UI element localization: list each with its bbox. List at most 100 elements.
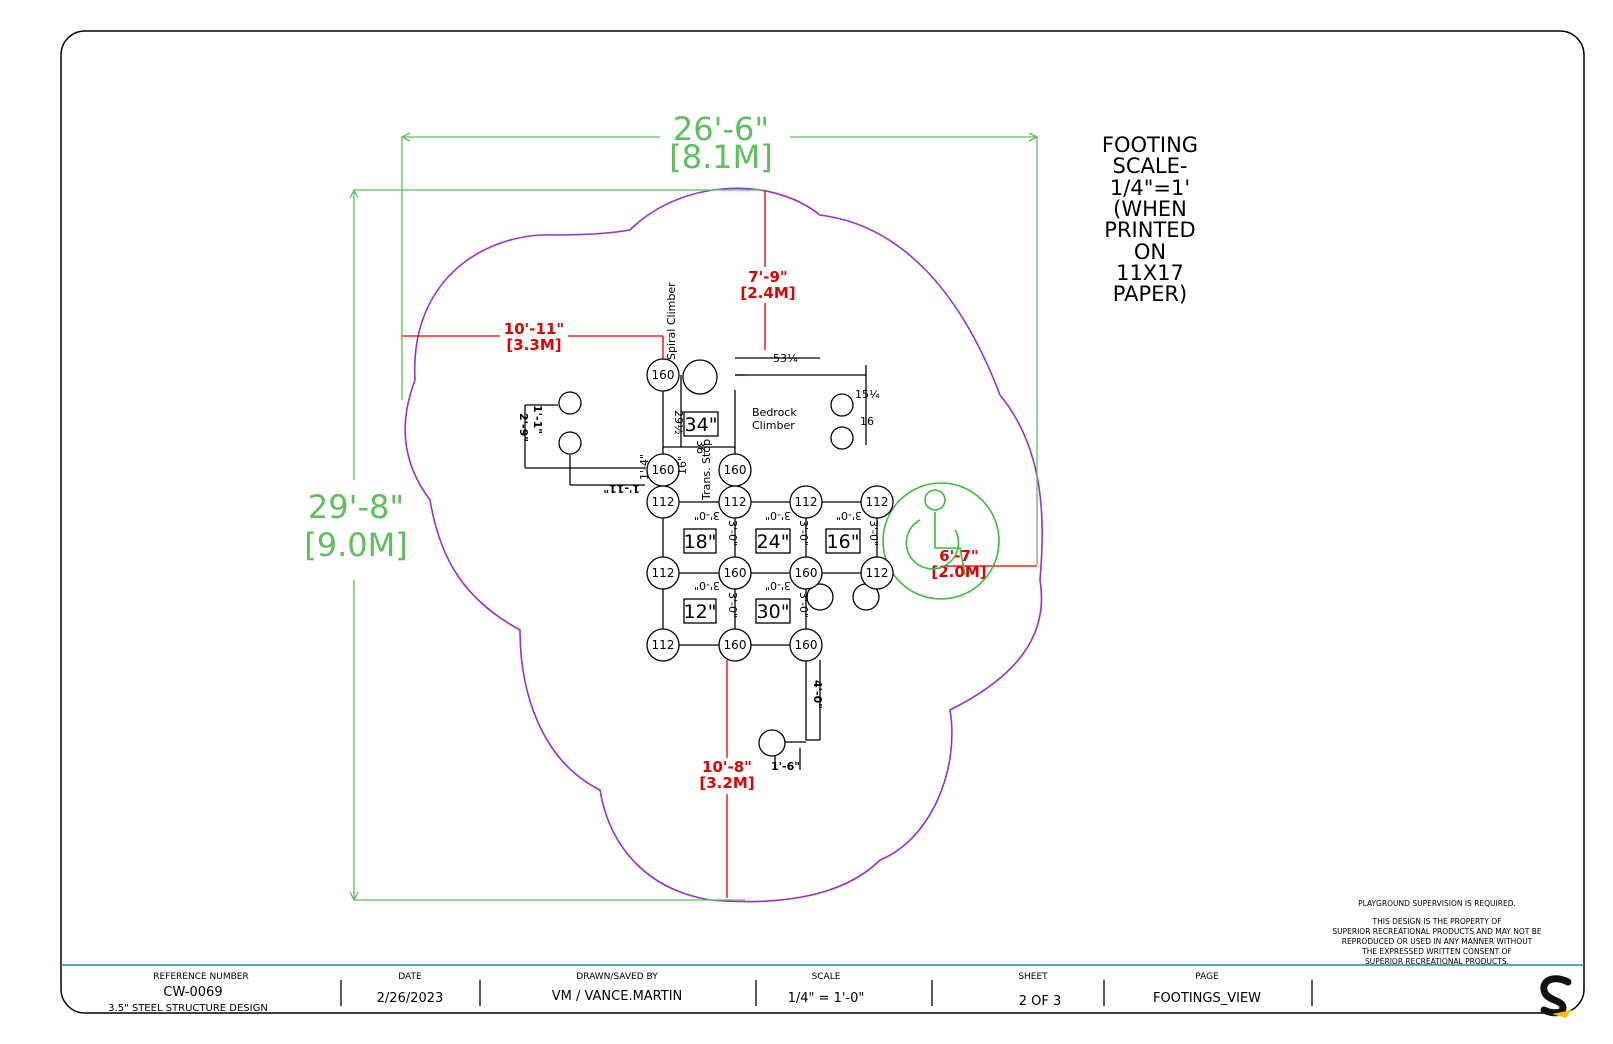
post-footing: 112 [646,556,680,590]
deck-height-box: 24" [755,528,791,554]
dim-1-4: 1'-4" [638,454,651,480]
right-clearance-m: [2.0M] [931,563,986,581]
dim-36: 36 [694,440,707,454]
deck-height-box: 16" [825,528,861,554]
post-footing: 112 [860,485,894,519]
legal-notices: PLAYGROUND SUPERVISION IS REQUIRED. THIS… [1332,899,1541,966]
dim-16in: 16" [676,456,689,475]
svg-text:112: 112 [795,495,818,509]
structure-dimensions: 53¼ 15¼ 16 1'-1" 2'-9" 1'-11" 36 29½ 1'-… [517,352,880,773]
svg-text:18": 18" [684,531,717,553]
dim-3-0: 3'-0" [694,579,720,592]
supervision-notice: PLAYGROUND SUPERVISION IS REQUIRED. [1358,899,1516,908]
drawn-value: VM / VANCE.MARTIN [552,989,683,1004]
page-value: FOOTINGS_VIEW [1153,991,1261,1006]
left-clearance-ft: 10'-11" [504,320,564,338]
svg-text:PRINTED: PRINTED [1104,218,1195,242]
svg-text:160: 160 [724,566,747,580]
drawn-label: DRAWN/SAVED BY [576,972,658,982]
svg-text:112: 112 [652,495,675,509]
reference-value: CW-0069 [163,985,222,1000]
svg-text:(WHEN: (WHEN [1113,197,1187,221]
bottom-label-bg [698,758,756,794]
dim-1-6: 1'-6" [771,760,800,773]
bedrock-climber-label-2: Climber [752,419,795,432]
dim-3-0: 3'-0" [726,592,739,618]
svg-text:112: 112 [724,495,747,509]
date-value: 2/26/2023 [377,991,444,1006]
bedrock-climber-label: Bedrock [752,406,797,419]
top-label-bg [740,267,796,303]
width-label-bg [660,110,790,172]
dim-1-1: 1'-1" [531,405,544,434]
svg-text:112: 112 [652,638,675,652]
dim-3-0: 3'-0" [694,509,720,522]
safety-zone-boundary [404,187,1043,903]
post-footing: 160 [789,556,823,590]
deck-height-box: 12" [683,598,717,624]
svg-text:160: 160 [795,638,818,652]
svg-text:160: 160 [724,638,747,652]
dim-3-0: 3'-0" [765,509,791,522]
dim-3-0: 3'-0" [797,520,810,546]
dim-3-0: 3'-0" [836,509,862,522]
svg-text:11X17: 11X17 [1116,261,1184,285]
svg-text:30": 30" [757,601,790,623]
post-footing: 160 [718,453,752,487]
deck-height-box: 30" [755,598,791,624]
deck-heights: 34" 18" 24" 16" 12" 30" [683,411,861,624]
svg-text:160: 160 [652,368,675,382]
overall-depth-ft: 29'-8" [308,488,404,526]
post-footing: 112 [646,628,680,662]
scale-note: FOOTING SCALE- 1/4"=1' (WHEN PRINTED ON … [1102,133,1198,306]
svg-text:112: 112 [866,495,889,509]
post-footing: 160 [646,453,680,487]
right-clearance-ft: 6'-7" [939,547,979,565]
svg-text:THIS DESIGN IS THE PROPERTY OF: THIS DESIGN IS THE PROPERTY OF [1372,917,1502,926]
spiral-climber-label: Spiral Climber [665,282,678,360]
dim-1-11: 1'-11" [603,482,640,495]
dim-16: 16 [860,415,874,428]
svg-text:SCALE-: SCALE- [1113,154,1188,178]
svg-text:34": 34" [685,414,718,436]
svg-text:12": 12" [684,601,717,623]
post-footing: 112 [646,485,680,519]
post-footing: 112 [789,485,823,519]
overall-width-ft: 26'-6" [673,110,769,148]
depth-label-bg [300,485,415,565]
reference-description: 3.5" STEEL STRUCTURE DESIGN [108,1003,268,1014]
reference-label: REFERENCE NUMBER [153,972,249,982]
loose-footings [558,359,880,757]
post-footing: 160 [718,556,752,590]
dim-3-0: 3'-0" [797,592,810,618]
post-footing: 112 [718,485,752,519]
svg-text:1/4"=1': 1/4"=1' [1110,176,1190,200]
wheelchair-icon [882,482,1000,600]
overall-depth-m: [9.0M] [304,526,407,564]
scale-value: 1/4" = 1'-0" [788,991,865,1006]
svg-text:REPRODUCED OR USED IN ANY MANN: REPRODUCED OR USED IN ANY MANNER WITHOUT [1342,937,1533,946]
post-footing: 160 [718,628,752,662]
svg-text:PAPER): PAPER) [1113,282,1187,306]
svg-text:SUPERIOR RECREATIONAL PRODUCTS: SUPERIOR RECREATIONAL PRODUCTS. [1365,957,1509,966]
top-clearance-ft: 7'-9" [748,268,788,286]
svg-text:ON: ON [1134,240,1166,264]
trans-stop-label: Trans. Stop [700,439,713,501]
left-clearance-m: [3.3M] [506,336,561,354]
dim-15: 15¼ [855,388,880,401]
svg-text:112: 112 [652,566,675,580]
deck-height-box: 34" [683,411,719,437]
svg-text:160: 160 [724,463,747,477]
svg-text:160: 160 [652,463,675,477]
scale-label: SCALE [812,972,841,982]
dim-53: 53¼ [773,352,798,365]
post-footings: 160 160 160 112 112 112 112 112 160 160 … [646,358,894,662]
post-footing: 160 [789,628,823,662]
sheet-label: SHEET [1018,972,1048,982]
dim-4-0: 4'-0" [811,680,824,709]
dim-3-0: 3'-0" [765,579,791,592]
bottom-clearance-ft: 10'-8" [702,758,752,776]
title-block: REFERENCE NUMBER CW-0069 3.5" STEEL STRU… [108,972,1313,1014]
page-label: PAGE [1195,972,1219,982]
